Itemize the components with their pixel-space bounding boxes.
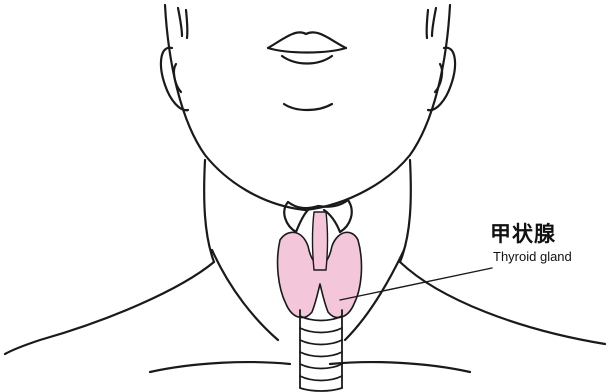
hair-strand-right-2 (427, 10, 428, 38)
neck-left (204, 160, 214, 262)
leader-line (340, 268, 492, 300)
face-outline (165, 5, 450, 210)
thyroid-label-japanese: 甲状腺 (490, 218, 556, 248)
trachea (300, 310, 342, 391)
upper-lip (268, 32, 346, 48)
neck-right (400, 160, 411, 262)
clavicle-left (150, 362, 290, 372)
hair-strand-left-2 (186, 10, 187, 38)
right-ear-inner (435, 64, 442, 92)
lower-lip (282, 56, 332, 64)
chin-crease (284, 104, 332, 110)
hyoid-bone (288, 200, 348, 208)
scm-left (212, 250, 278, 340)
larynx-column (313, 212, 328, 270)
shoulder-right (400, 262, 605, 344)
left-ear-inner (174, 64, 181, 92)
shoulder-left (5, 262, 214, 354)
thyroid-label-english: Thyroid gland (493, 249, 572, 264)
mouth-line (268, 48, 346, 53)
hair-strand-left-1 (178, 8, 182, 36)
hair-strand-right-1 (432, 8, 436, 36)
clavicle-right (330, 362, 470, 372)
